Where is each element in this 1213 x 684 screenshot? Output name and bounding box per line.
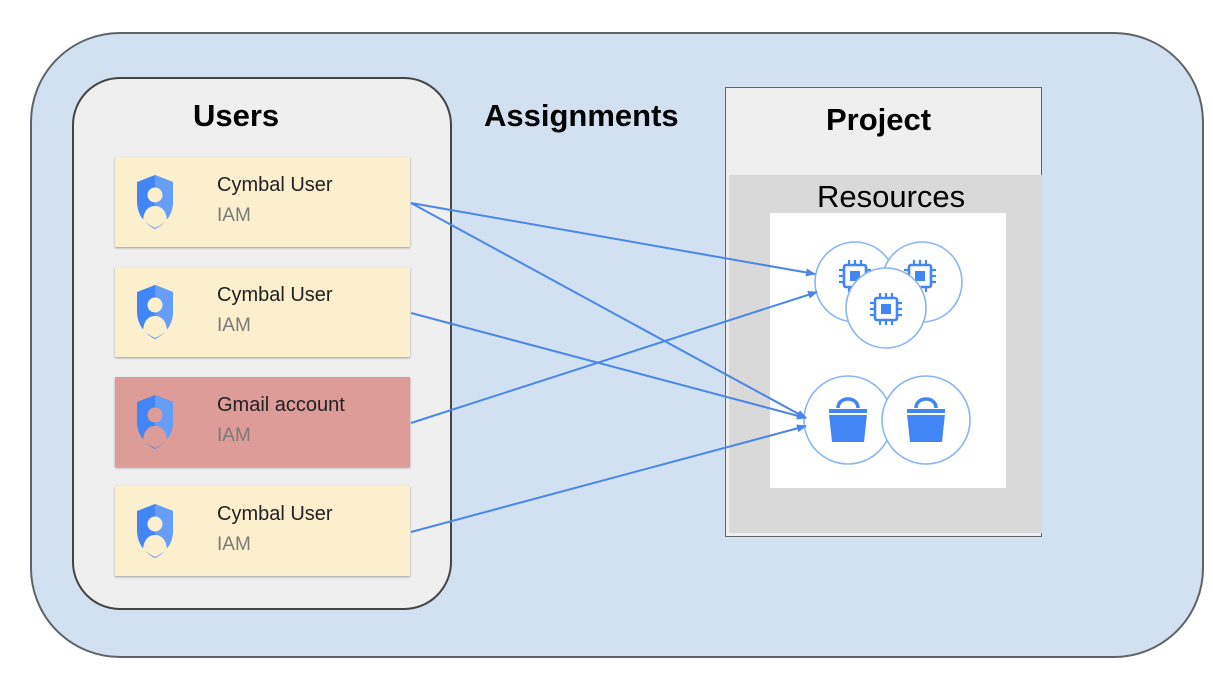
user-card: Cymbal User IAM	[115, 486, 410, 576]
user-type: IAM	[217, 425, 251, 446]
user-name: Cymbal User	[217, 174, 333, 196]
user-type: IAM	[217, 534, 251, 555]
resources-heading: Resources	[817, 179, 966, 214]
user-shield-icon	[137, 285, 173, 339]
users-heading: Users	[193, 98, 280, 133]
user-name: Cymbal User	[217, 284, 333, 306]
user-card: Cymbal User IAM	[115, 267, 410, 357]
user-shield-icon	[137, 175, 173, 229]
user-shield-icon	[137, 395, 173, 449]
resources-area	[770, 213, 1006, 488]
user-name: Gmail account	[217, 394, 345, 416]
user-name: Cymbal User	[217, 503, 333, 525]
user-shield-icon	[137, 504, 173, 558]
user-type: IAM	[217, 205, 251, 226]
assignments-heading: Assignments	[484, 98, 679, 133]
project-heading: Project	[826, 102, 932, 137]
user-card-gmail: Gmail account IAM	[115, 377, 410, 467]
user-type: IAM	[217, 315, 251, 336]
user-card: Cymbal User IAM	[115, 157, 410, 247]
